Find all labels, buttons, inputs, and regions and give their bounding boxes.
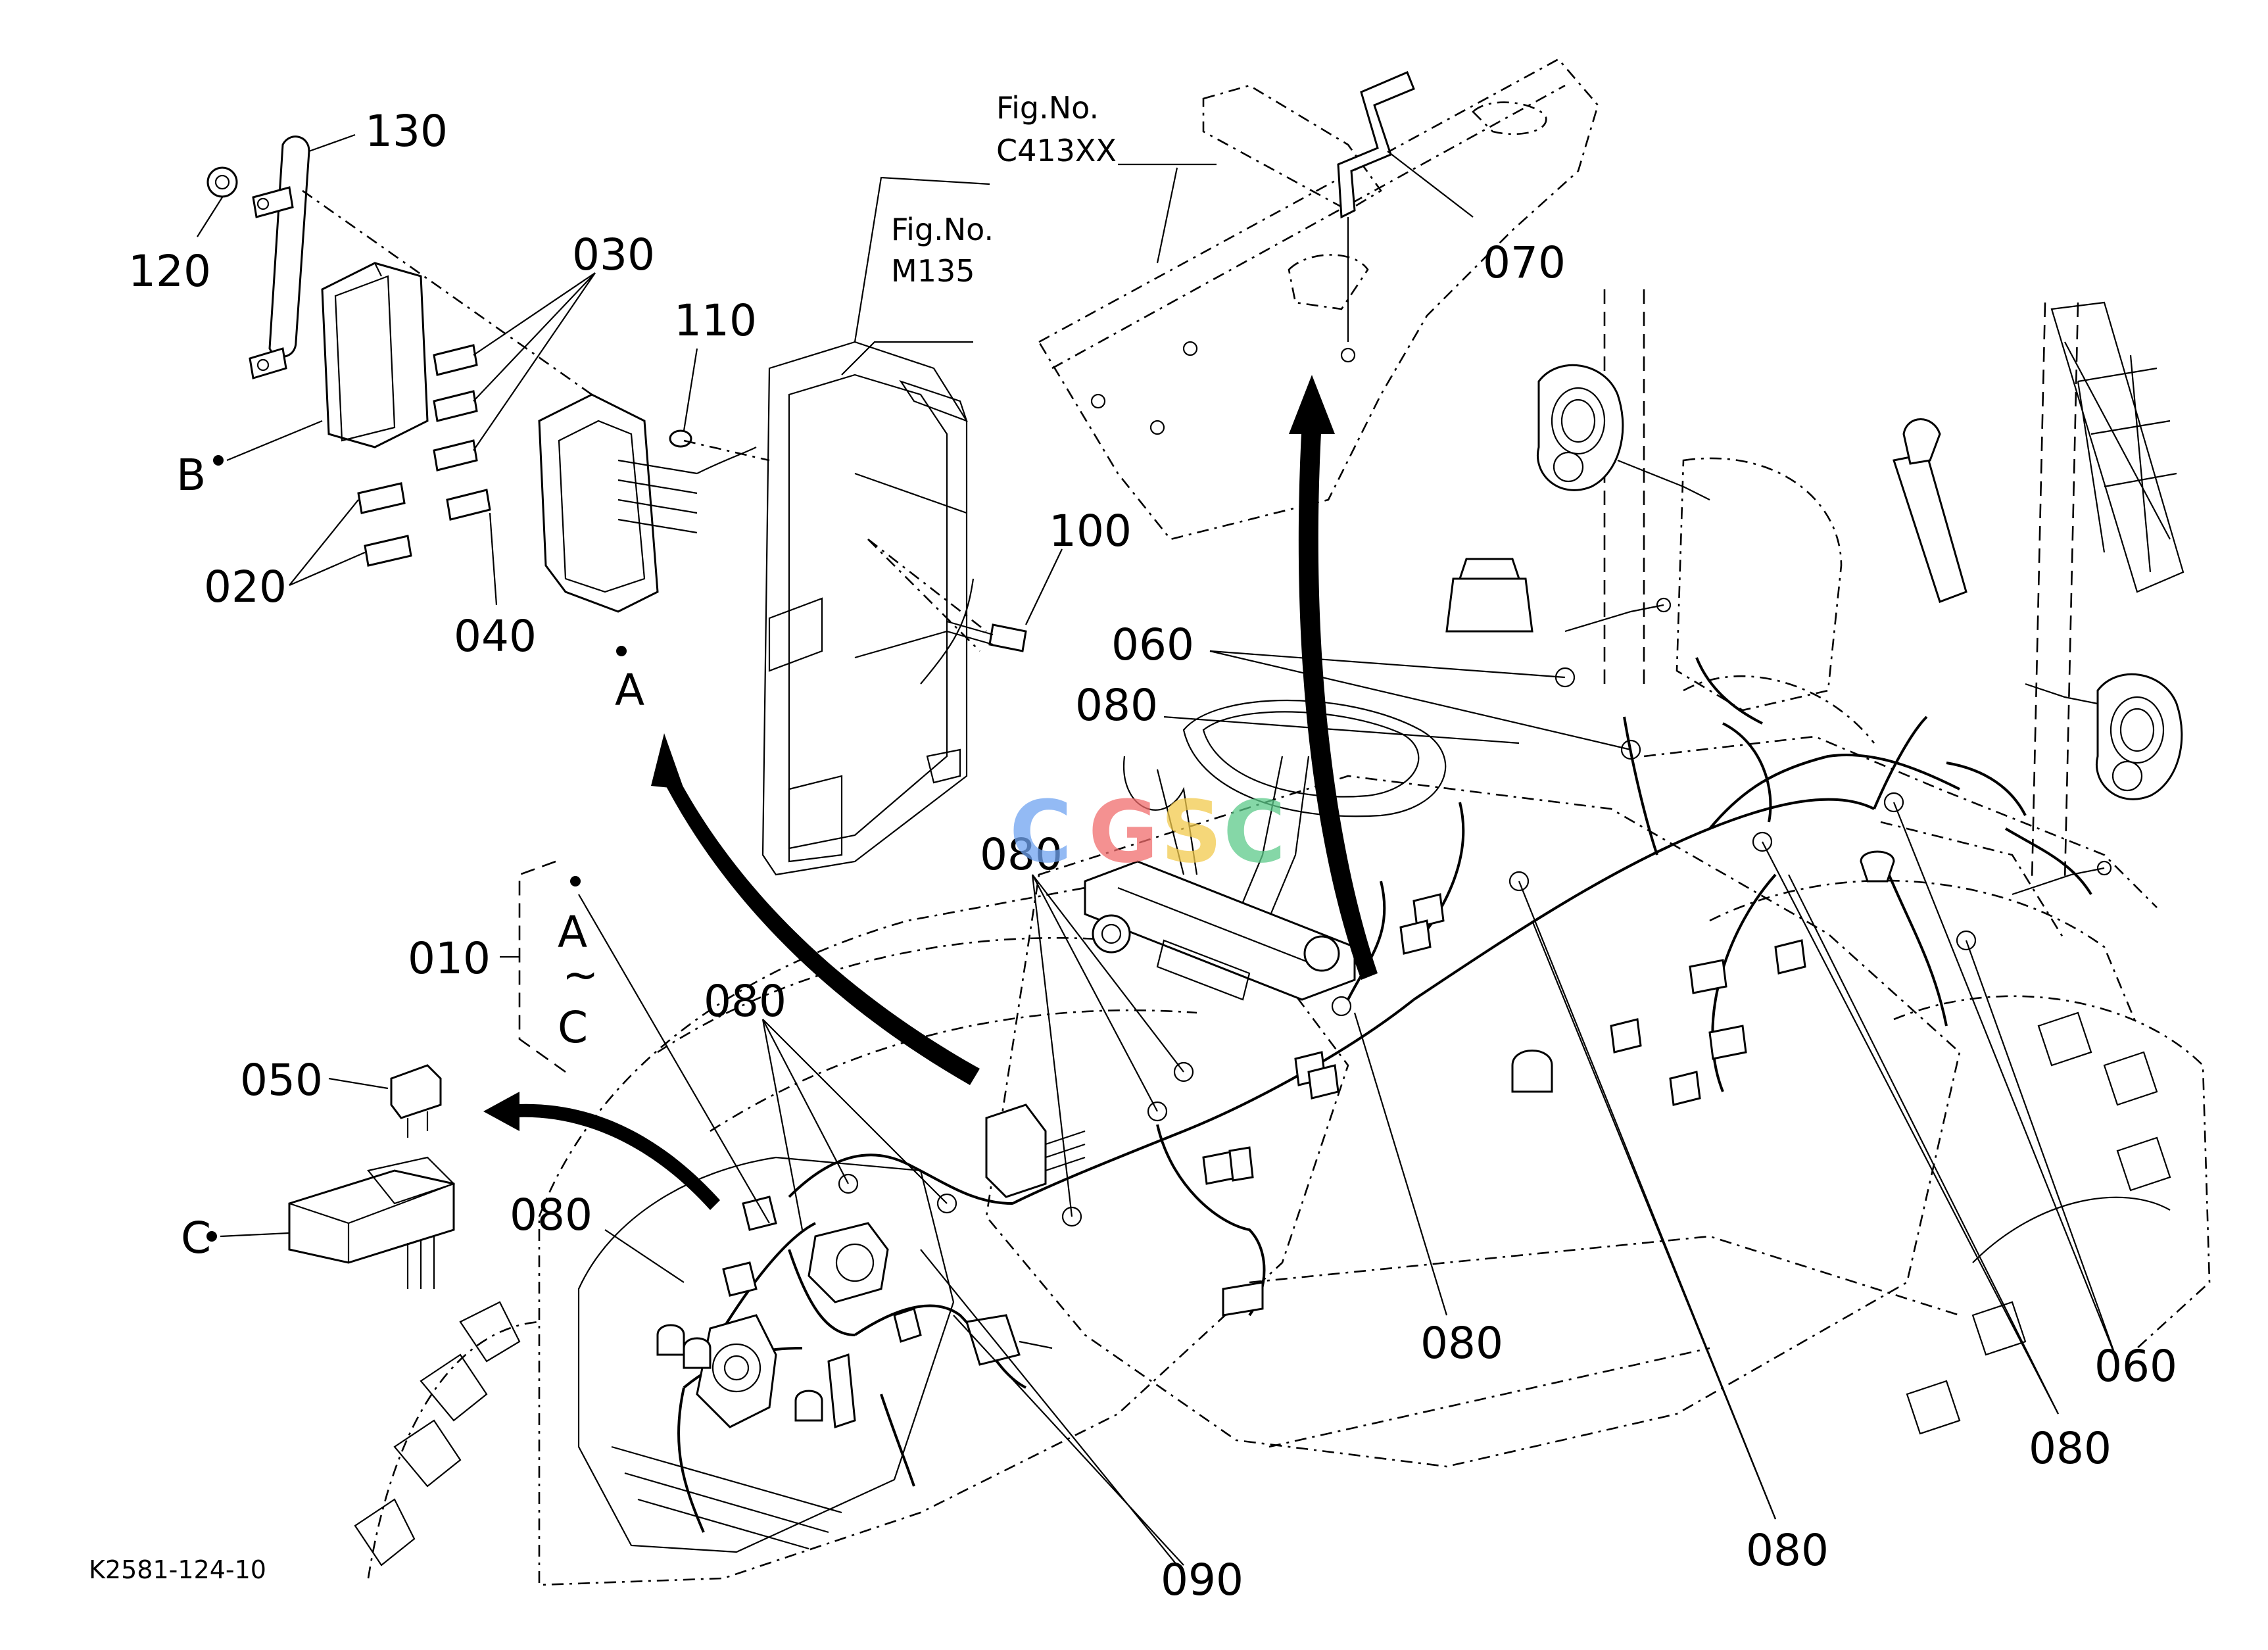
watermark-letter-g: G [1088,782,1159,882]
watermark: C G S C [1009,782,1286,882]
label-010: 010 [408,933,491,984]
watermark-letter-s: S [1161,782,1222,882]
headlight-right [2096,673,2183,800]
fig-ref-m135-line2: M135 [891,253,975,289]
fig-ref-c413-line2: C413XX [996,133,1117,168]
washer-110 [669,429,692,448]
figure-references: Fig.No. M135 Fig.No. C413XX [891,90,1117,289]
label-110: 110 [674,295,757,346]
fuse-020-b [364,535,412,567]
label-080-mid: 080 [980,829,1063,880]
label-020: 020 [204,562,287,612]
label-070: 070 [1483,237,1566,288]
label-080-right: 080 [2029,1423,2111,1474]
fuse-box-assembly [206,135,1027,652]
leader-lines [197,133,2119,1566]
label-080-low-left: 080 [510,1190,592,1240]
fig-ref-m135-line1: Fig.No. [891,212,994,247]
ref-letter-a: A [615,665,644,716]
label-060-right: 060 [2094,1341,2177,1392]
label-060-top: 060 [1111,619,1194,670]
bolt-100 [988,623,1027,652]
fuse-030-a [433,344,478,376]
tractor-body-outline [354,289,2211,1586]
switch-050 [390,1064,442,1119]
label-100: 100 [1049,506,1132,556]
switch-holder-c [288,1169,455,1264]
label-080-left: 080 [704,976,786,1027]
label-080-center: 080 [1420,1318,1503,1369]
label-090: 090 [1161,1555,1243,1605]
ref-letter-b: B [176,450,206,500]
fuse-030-c [433,439,478,472]
frame-m135-outline [761,341,980,876]
part-number-labels: 130 120 030 110 020 040 100 070 060 080 … [128,106,2177,1605]
drawing-code: K2581-124-10 [89,1555,266,1584]
label-040: 040 [454,611,537,662]
label-130: 130 [365,106,448,157]
arrow-to-switch-c [506,1104,720,1210]
range-letter-c: C [558,1002,588,1053]
fuse-030-b [433,390,478,422]
arrow-to-relay-a [664,776,980,1085]
range-letter-a: A [558,907,587,958]
label-080-upper: 080 [1075,680,1158,731]
label-080-bottom: 080 [1746,1525,1829,1576]
relay-box-a [538,393,659,613]
fig-ref-c413-line1: Fig.No. [996,90,1099,126]
label-050: 050 [240,1055,323,1105]
headlight-left [1537,364,1624,491]
relay-block-on-harness [985,1104,1047,1198]
fuse-040 [446,489,491,521]
fuse-020-a [357,482,406,514]
arrow-to-plate [1298,421,1378,980]
harness-components [656,364,2183,1429]
nut-120 [206,166,238,198]
switch-assembly-c [288,1064,456,1289]
ref-letter-c: C [181,1213,211,1263]
watermark-letter-c2: C [1223,782,1286,882]
wiring-harness [677,657,2092,1533]
watermark-letter-c: C [1009,782,1072,882]
range-tilde: ~ [562,950,598,1000]
bracket-130 [268,135,310,358]
label-030: 030 [572,230,655,280]
assembly-arrows [483,375,1378,1210]
label-120: 120 [128,246,211,297]
floor-plate-outline [1038,58,1599,541]
